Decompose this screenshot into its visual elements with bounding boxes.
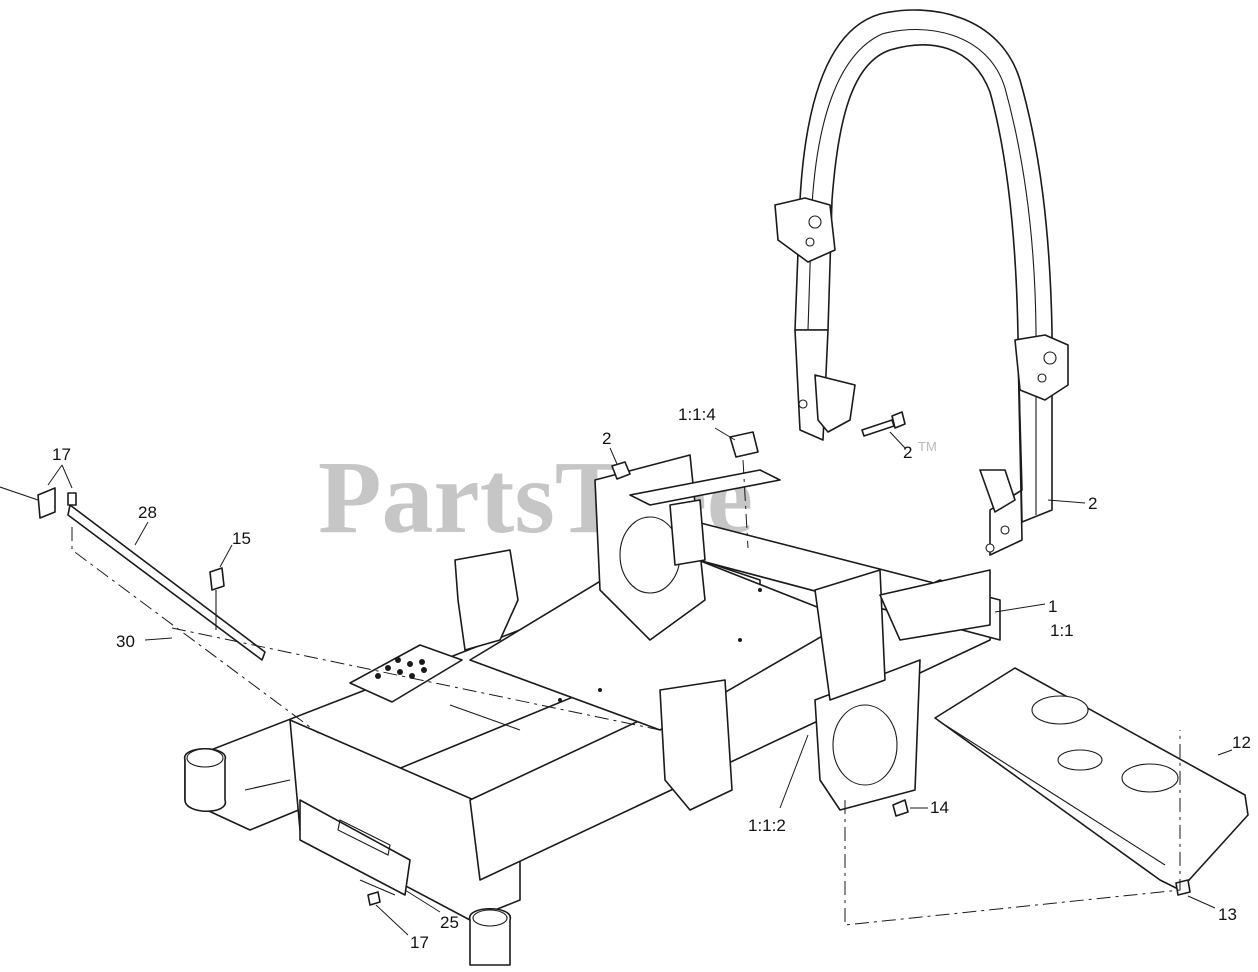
svg-text:1:1:4: 1:1:4 bbox=[678, 405, 716, 424]
bolt-14[interactable] bbox=[892, 799, 909, 817]
center-nut[interactable] bbox=[611, 461, 631, 480]
svg-text:13: 13 bbox=[1218, 905, 1237, 924]
callout-13: 13 bbox=[1187, 895, 1237, 924]
skid-plate[interactable] bbox=[934, 667, 1249, 891]
svg-text:14: 14 bbox=[930, 798, 949, 817]
callout-17-top: 17 bbox=[47, 445, 73, 489]
callout-30: 30 bbox=[116, 632, 173, 651]
svg-text:1: 1 bbox=[1048, 597, 1057, 616]
svg-text:17: 17 bbox=[410, 933, 429, 952]
svg-text:1:1:2: 1:1:2 bbox=[748, 816, 786, 835]
rops-hoop[interactable] bbox=[774, 9, 1069, 556]
watermark-trademark: TM bbox=[918, 439, 937, 454]
callout-1-1: 1:1 bbox=[1050, 621, 1074, 640]
callout-2-hoop: 2 bbox=[1047, 494, 1097, 513]
nut-13[interactable] bbox=[1175, 879, 1191, 896]
callout-12: 12 bbox=[1217, 733, 1251, 756]
callout-2-center: 2 bbox=[602, 429, 618, 465]
bolt-17b[interactable] bbox=[367, 891, 381, 906]
callout-1-1-4: 1:1:4 bbox=[678, 405, 736, 441]
main-frame[interactable] bbox=[184, 454, 1001, 966]
callout-14: 14 bbox=[910, 798, 949, 817]
svg-text:28: 28 bbox=[138, 503, 157, 522]
bracket-bar[interactable] bbox=[0, 486, 266, 661]
svg-text:2: 2 bbox=[903, 443, 912, 462]
callout-28: 28 bbox=[134, 503, 157, 546]
decal-plate[interactable] bbox=[729, 431, 759, 458]
callout-2-bolt: 2 bbox=[889, 431, 912, 462]
svg-text:12: 12 bbox=[1232, 733, 1251, 752]
svg-text:25: 25 bbox=[440, 913, 459, 932]
callout-15: 15 bbox=[219, 529, 251, 568]
svg-text:30: 30 bbox=[116, 632, 135, 651]
svg-text:15: 15 bbox=[232, 529, 251, 548]
rops-bolt[interactable] bbox=[861, 411, 906, 437]
callout-1-1-2: 1:1:2 bbox=[748, 734, 809, 835]
callout-25: 25 bbox=[404, 889, 459, 932]
callout-17-bottom: 17 bbox=[375, 904, 429, 952]
callout-1: 1 bbox=[994, 597, 1057, 616]
svg-text:2: 2 bbox=[1088, 494, 1097, 513]
svg-text:2: 2 bbox=[602, 429, 611, 448]
svg-text:17: 17 bbox=[52, 445, 71, 464]
